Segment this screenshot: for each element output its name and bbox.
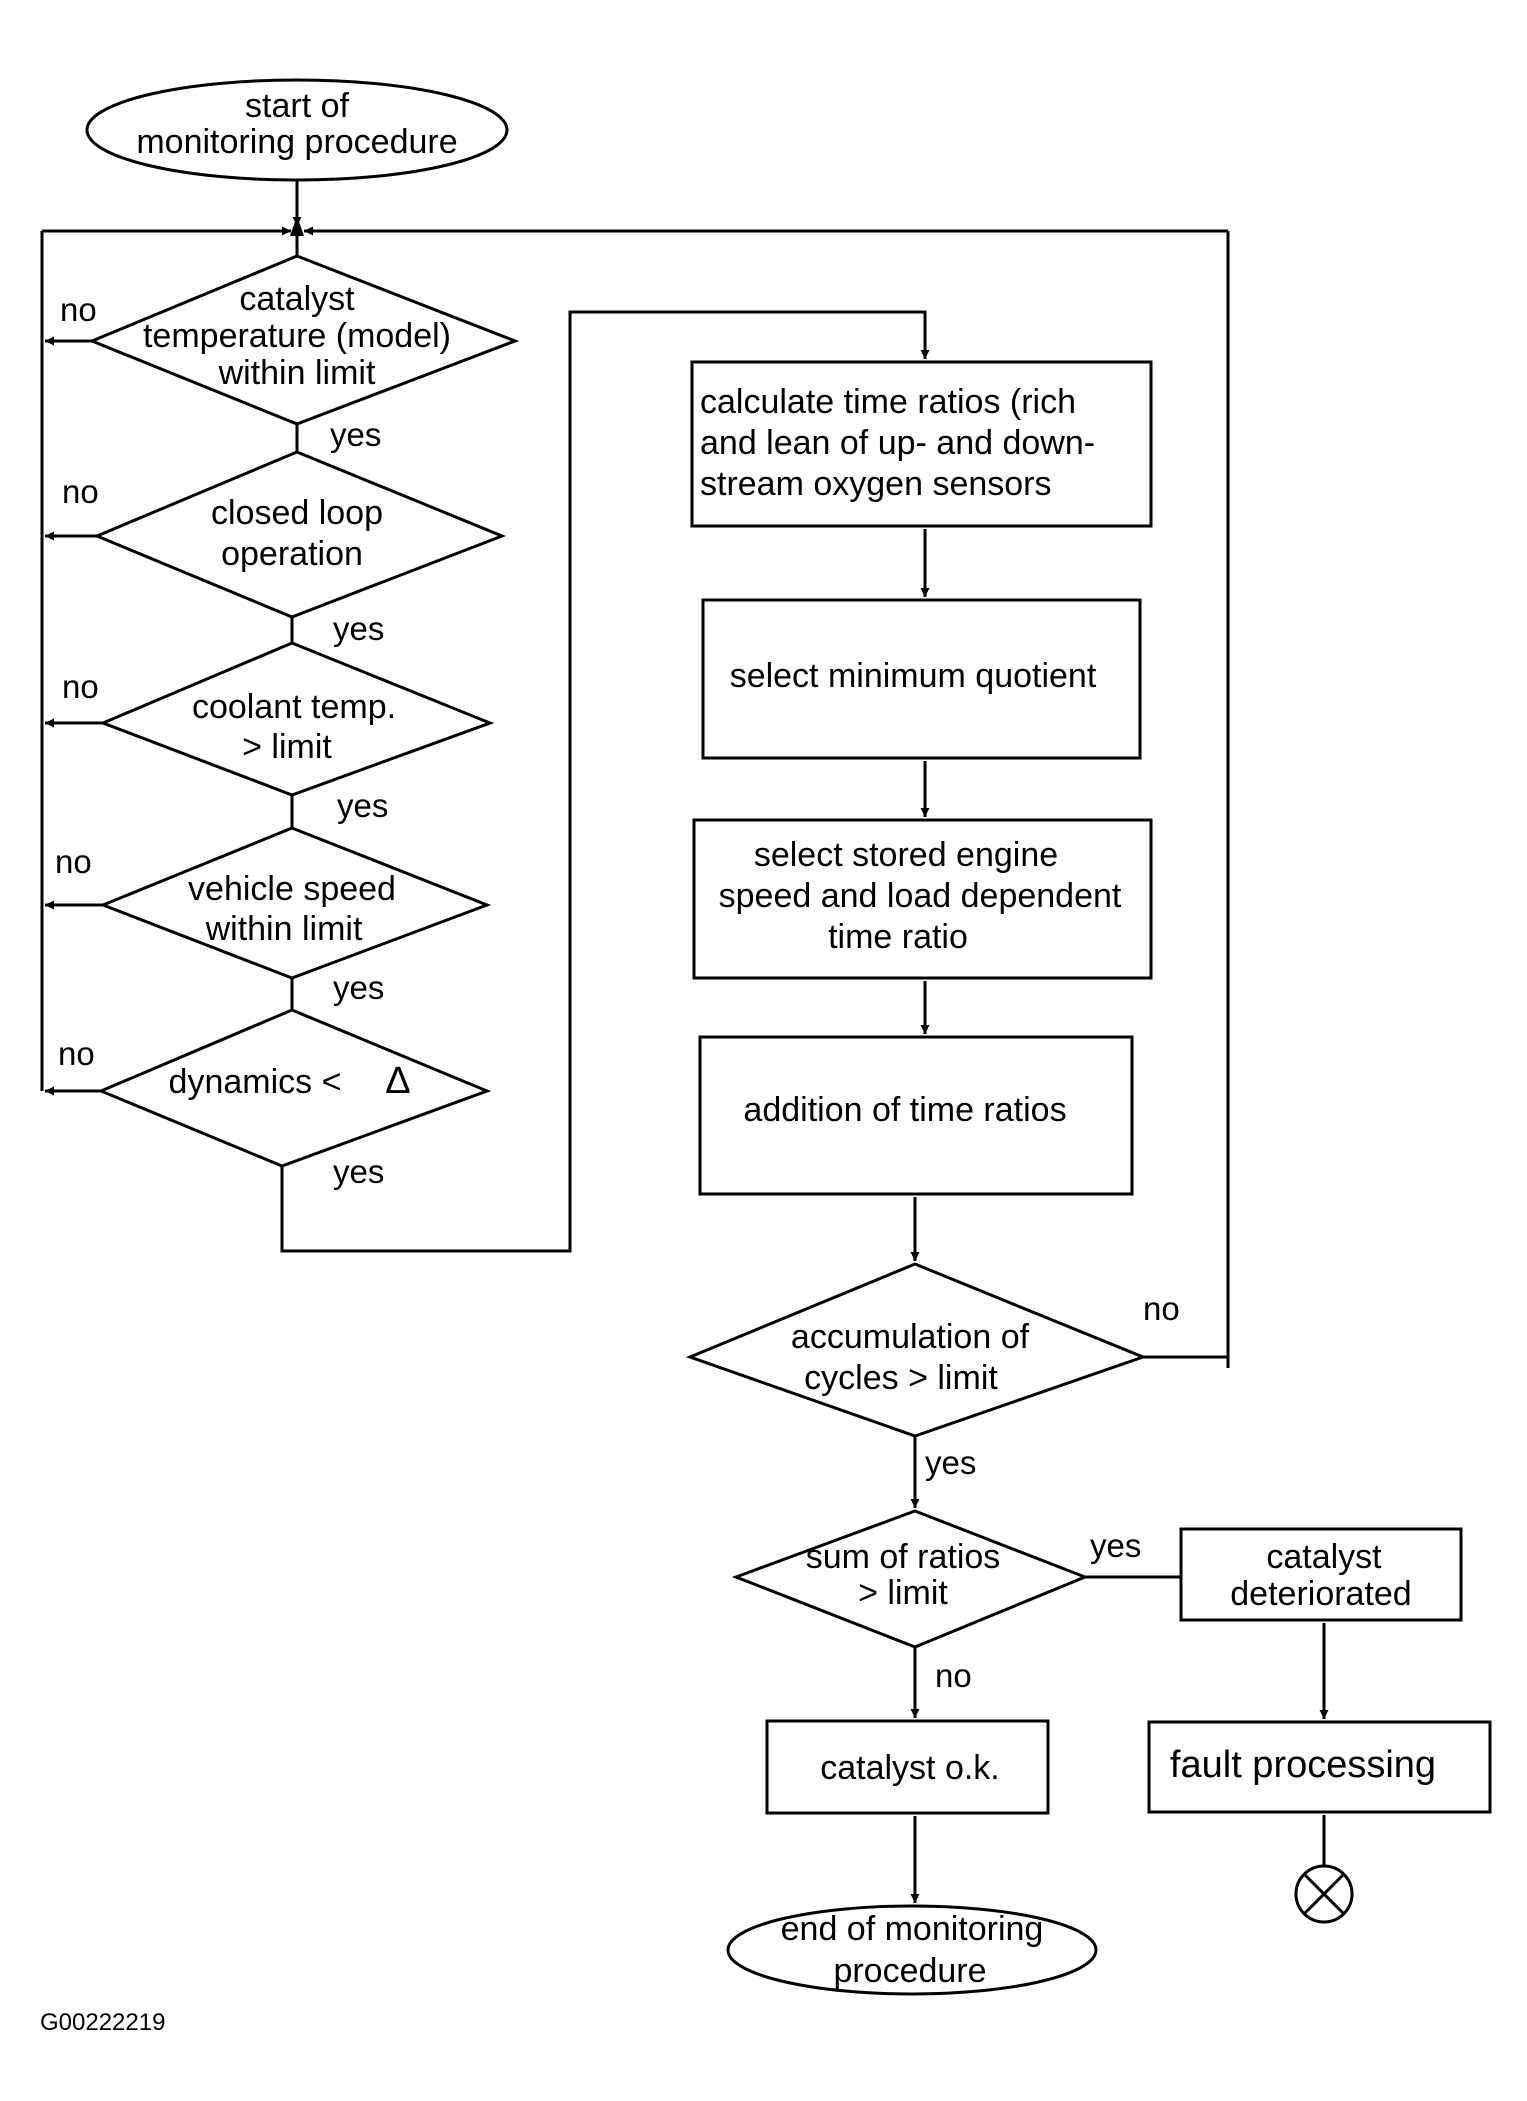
fault-process: fault processing xyxy=(1147,1720,1492,1814)
coolant-decision: coolant temp. > limit xyxy=(98,641,495,797)
label-no-vehicle-speed: no xyxy=(55,843,92,880)
label-yes-sum-ratios: yes xyxy=(1090,1527,1141,1564)
end-terminator: end of monitoring procedure xyxy=(726,1904,1098,1996)
deteriorated-process: catalyst deteriorated xyxy=(1179,1527,1463,1622)
catalyst-temp-line-1: catalyst xyxy=(239,280,355,318)
calc-ratios-line-1: calculate time ratios (rich xyxy=(700,383,1076,421)
label-yes-vehicle-speed: yes xyxy=(333,969,384,1006)
sum-ratios-line-2: > limit xyxy=(858,1574,948,1612)
deteriorated-line-2: deteriorated xyxy=(1230,1575,1411,1613)
label-no-sum-ratios: no xyxy=(935,1657,972,1694)
select-stored-line-1: select stored engine xyxy=(754,836,1058,874)
label-yes-coolant: yes xyxy=(337,787,388,824)
catalyst-temp-line-3: within limit xyxy=(218,354,376,392)
label-no-closed-loop: no xyxy=(62,473,99,510)
ok-label: catalyst o.k. xyxy=(820,1749,1000,1787)
end-line-1: end of monitoring xyxy=(781,1910,1044,1948)
addition-label: addition of time ratios xyxy=(743,1091,1066,1129)
delta-symbol: Δ xyxy=(385,1060,410,1102)
vehicle-speed-decision: vehicle speed within limit xyxy=(98,826,492,980)
label-yes-accumulation: yes xyxy=(925,1444,976,1481)
accumulation-line-1: accumulation of xyxy=(791,1318,1030,1356)
sum-ratios-line-1: sum of ratios xyxy=(806,1538,1001,1576)
calc-ratios-process: calculate time ratios (rich and lean of … xyxy=(690,360,1153,528)
label-yes-closed-loop: yes xyxy=(333,610,384,647)
dynamics-label: dynamics < xyxy=(169,1063,342,1101)
edge-dynamics-yes xyxy=(280,310,930,1253)
start-line-2: monitoring procedure xyxy=(136,123,457,161)
catalyst-temp-line-2: temperature (model) xyxy=(143,317,451,355)
sum-ratios-decision: sum of ratios > limit xyxy=(731,1509,1090,1649)
label-no-coolant: no xyxy=(62,668,99,705)
coolant-line-1: coolant temp. xyxy=(192,688,396,726)
vehicle-speed-line-2: within limit xyxy=(205,910,363,948)
merge-junction xyxy=(290,216,304,236)
calc-ratios-line-2: and lean of up- and down- xyxy=(700,424,1095,462)
connectors xyxy=(40,180,1329,1903)
start-line-1: start of xyxy=(245,87,349,125)
label-no-dynamics: no xyxy=(58,1035,95,1072)
end-line-2: procedure xyxy=(833,1952,986,1990)
fault-label: fault processing xyxy=(1170,1744,1436,1786)
select-stored-process: select stored engine speed and load depe… xyxy=(692,818,1153,980)
figure-code: G00222219 xyxy=(40,2009,165,2036)
select-min-process: select minimum quotient xyxy=(701,598,1142,760)
closed-loop-line-1: closed loop xyxy=(211,494,383,532)
select-stored-line-2: speed and load dependent xyxy=(719,877,1122,915)
accumulation-decision: accumulation of cycles > limit xyxy=(685,1262,1148,1438)
calc-ratios-line-3: stream oxygen sensors xyxy=(700,465,1052,503)
ok-process: catalyst o.k. xyxy=(765,1719,1050,1815)
dynamics-decision: dynamics < Δ xyxy=(97,1008,492,1168)
accumulation-line-2: cycles > limit xyxy=(804,1359,998,1397)
catalyst-temp-decision: catalyst temperature (model) within limi… xyxy=(88,254,520,426)
start-terminator: start of monitoring procedure xyxy=(85,78,509,182)
addition-process: addition of time ratios xyxy=(698,1035,1134,1196)
closed-loop-decision: closed loop operation xyxy=(93,450,507,619)
coolant-line-2: > limit xyxy=(242,728,332,766)
deteriorated-line-1: catalyst xyxy=(1266,1538,1382,1576)
stop-terminator-icon xyxy=(1294,1864,1354,1924)
vehicle-speed-line-1: vehicle speed xyxy=(188,870,396,908)
label-no-catalyst-temp: no xyxy=(60,291,97,328)
label-yes-catalyst-temp: yes xyxy=(330,416,381,453)
closed-loop-line-2: operation xyxy=(221,535,363,573)
label-yes-dynamics: yes xyxy=(333,1153,384,1190)
select-stored-line-3: time ratio xyxy=(828,918,968,956)
edge-labels: no yes no yes no yes no yes no yes no ye… xyxy=(55,291,1180,1694)
select-min-label: select minimum quotient xyxy=(730,657,1097,695)
label-no-accumulation: no xyxy=(1143,1290,1180,1327)
